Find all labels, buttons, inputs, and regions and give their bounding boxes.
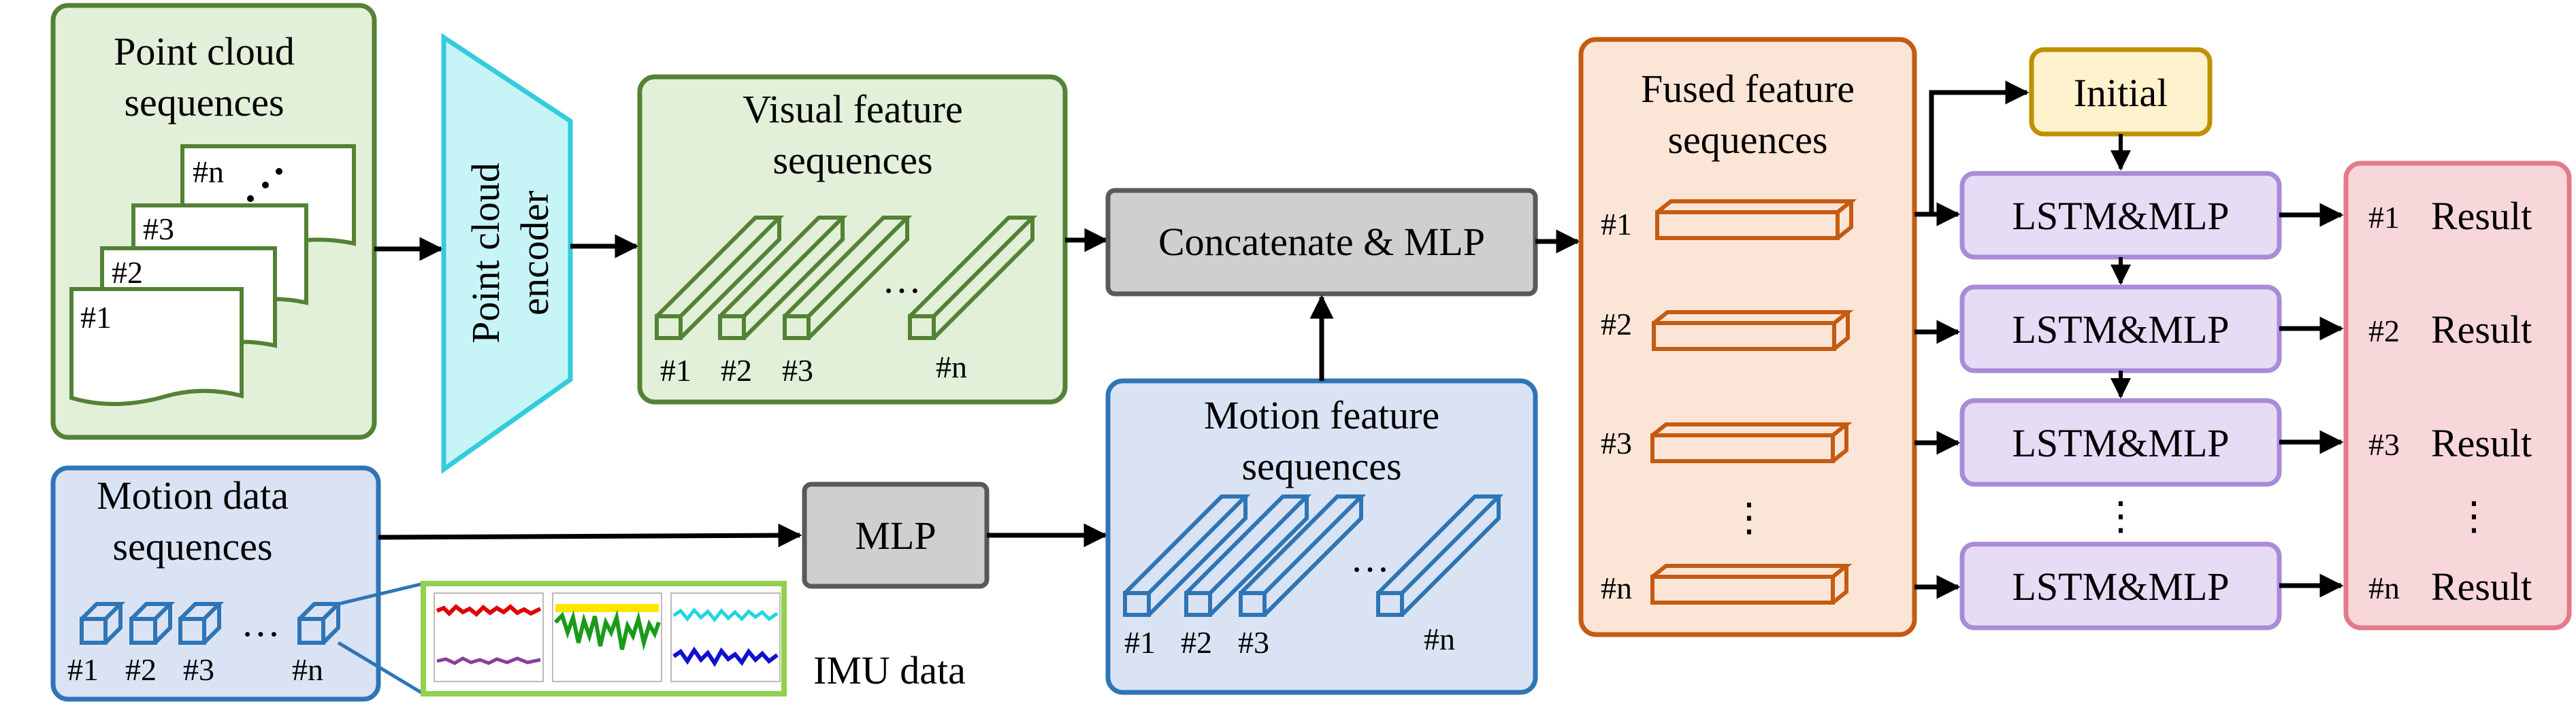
fused-title-line1: Fused feature xyxy=(1641,67,1855,111)
motion-feat-label-2: #2 xyxy=(1181,625,1212,660)
lstm-mlp-2: LSTM&MLP xyxy=(1959,284,2282,373)
motion-feat-bar-1 xyxy=(1123,494,1251,617)
imu-zoom-line-bottom xyxy=(337,641,425,696)
result-word-n: Result xyxy=(2431,565,2532,609)
point-cloud-sequences-box: Point cloud sequences #n #3 #2 #1 xyxy=(50,3,377,440)
fused-feature-sequences-box: Fused feature sequences #1 #2 #3 #n ⋮ xyxy=(1578,37,1917,637)
imu-signal-red xyxy=(436,603,542,618)
concatenate-mlp-box: Concatenate & MLP xyxy=(1105,188,1538,297)
visual-label-1: #1 xyxy=(660,353,691,388)
fused-label-2: #2 xyxy=(1601,307,1632,341)
imu-signal-purple xyxy=(436,656,541,665)
mlp-label: MLP xyxy=(855,514,936,558)
result-word-1: Result xyxy=(2431,194,2532,238)
lstm-label-2: LSTM&MLP xyxy=(2012,307,2229,352)
initial-label: Initial xyxy=(2074,71,2168,115)
arrow-motiondata-to-mlp xyxy=(378,523,802,548)
imu-signal-green xyxy=(553,609,661,651)
result-word-3: Result xyxy=(2431,421,2532,465)
mlp-box: MLP xyxy=(802,482,990,589)
results-box: #1 Result #2 Result #3 Result ⋮ #n Resul… xyxy=(2343,161,2572,630)
motion-data-label-n: #n xyxy=(292,652,323,687)
motion-data-title-line2: sequences xyxy=(112,524,272,569)
visual-bar-1 xyxy=(655,216,785,340)
result-word-2: Result xyxy=(2431,307,2532,352)
motion-feat-label-n: #n xyxy=(1424,622,1455,656)
point-cloud-frame-3-label: #3 xyxy=(143,212,174,246)
point-cloud-frame-1: #1 xyxy=(69,287,244,406)
fused-label-n: #n xyxy=(1601,571,1632,605)
fused-label-3: #3 xyxy=(1601,426,1632,460)
result-id-2: #2 xyxy=(2368,314,2400,348)
imu-signal-cyan xyxy=(672,607,779,622)
motion-data-label-2: #2 xyxy=(125,652,157,687)
lstm-label-3: LSTM&MLP xyxy=(2012,421,2229,465)
result-id-3: #3 xyxy=(2368,427,2400,462)
lstm-label-n: LSTM&MLP xyxy=(2012,565,2229,609)
encoder-label-line1: Point cloud xyxy=(463,163,508,343)
visual-feature-sequences-box: Visual feature sequences … #1 #2 #3 #n xyxy=(637,74,1068,405)
visual-label-n: #n xyxy=(936,350,967,384)
visual-bar-2 xyxy=(718,216,848,340)
motion-cube-n xyxy=(297,602,344,645)
motion-feat-bar-n xyxy=(1376,494,1504,617)
motion-feat-bar-2 xyxy=(1184,494,1312,617)
fused-title-line2: sequences xyxy=(1667,118,1827,162)
imu-data-thumbnail xyxy=(421,581,787,696)
motion-feature-sequences-box: Motion feature sequences … #1 #2 #3 #n xyxy=(1105,378,1538,695)
lstm-ellipsis: ⋮ xyxy=(2101,494,2140,538)
imu-signal-blue xyxy=(672,646,779,667)
motion-cube-1 xyxy=(80,602,126,645)
lstm-label-1: LSTM&MLP xyxy=(2012,194,2229,238)
lstm-mlp-3: LSTM&MLP xyxy=(1959,398,2282,487)
motion-data-title-line1: Motion data xyxy=(97,473,289,518)
point-cloud-frame-1-label: #1 xyxy=(80,300,112,335)
encoder-label-line2: encoder xyxy=(512,190,557,316)
concat-label: Concatenate & MLP xyxy=(1158,220,1485,264)
point-cloud-title-line1: Point cloud xyxy=(114,29,295,73)
fused-bar-2 xyxy=(1652,310,1854,351)
visual-bar-n xyxy=(908,216,1038,340)
fused-bar-3 xyxy=(1650,422,1853,463)
motion-cube-2 xyxy=(129,602,176,645)
imu-zoom-line-top xyxy=(338,582,424,606)
motion-data-label-3: #3 xyxy=(183,652,214,687)
point-cloud-frame-n-label: #n xyxy=(193,154,224,189)
visual-title-line2: sequences xyxy=(772,138,932,182)
point-cloud-encoder: Point cloud encoder xyxy=(441,33,573,474)
visual-title-line1: Visual feature xyxy=(743,87,962,131)
motion-data-sequences-box: Motion data sequences … #1 #2 #3 #n xyxy=(50,465,381,702)
motion-feat-bar-3 xyxy=(1239,494,1367,617)
motion-feat-title-line1: Motion feature xyxy=(1204,393,1439,437)
motion-cube-3 xyxy=(178,602,225,645)
lstm-mlp-1: LSTM&MLP xyxy=(1959,171,2282,260)
result-id-1: #1 xyxy=(2368,200,2400,235)
point-cloud-title-line2: sequences xyxy=(124,80,284,124)
motion-feat-label-3: #3 xyxy=(1238,625,1269,660)
visual-ellipsis: … xyxy=(882,257,922,301)
visual-bar-3 xyxy=(783,216,913,340)
lstm-mlp-n: LSTM&MLP xyxy=(1959,541,2282,630)
visual-label-2: #2 xyxy=(721,353,752,388)
result-ellipsis: ⋮ xyxy=(2454,494,2494,538)
motion-feat-label-1: #1 xyxy=(1124,625,1156,660)
motion-data-ellipsis: … xyxy=(241,601,280,645)
imu-data-label: IMU data xyxy=(813,648,966,692)
motion-feat-ellipsis: … xyxy=(1350,536,1390,580)
visual-label-3: #3 xyxy=(782,353,813,388)
fused-bar-n xyxy=(1650,564,1853,605)
fused-ellipsis: ⋮ xyxy=(1729,495,1769,539)
motion-feat-title-line2: sequences xyxy=(1241,444,1401,488)
initial-box: Initial xyxy=(2029,47,2213,137)
point-cloud-frame-2-label: #2 xyxy=(112,255,143,290)
fused-label-1: #1 xyxy=(1601,207,1632,241)
result-id-n: #n xyxy=(2368,571,2400,605)
fused-bar-1 xyxy=(1655,199,1857,240)
motion-data-label-1: #1 xyxy=(67,652,99,687)
